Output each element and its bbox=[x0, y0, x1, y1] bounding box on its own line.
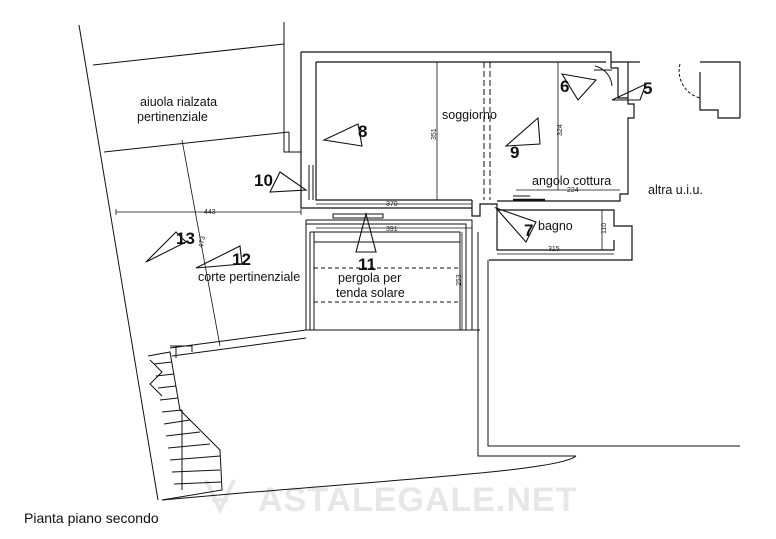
view-triangle-12 bbox=[195, 245, 243, 269]
wall-left-top bbox=[283, 22, 301, 153]
dim-351: 351 bbox=[431, 128, 438, 140]
watermark-logo bbox=[204, 479, 236, 515]
view-triangle-13 bbox=[145, 231, 187, 263]
label-bagno: bagno bbox=[538, 219, 573, 233]
dim-253: 253 bbox=[456, 274, 463, 286]
view-number-11: 11 bbox=[358, 255, 376, 274]
label-soggiorno: soggiorno bbox=[442, 108, 497, 122]
view-number-12: 12 bbox=[232, 250, 251, 269]
dim-370: 370 bbox=[386, 201, 398, 208]
boundary-aiuola-top bbox=[92, 43, 285, 66]
view-triangle-5 bbox=[611, 82, 647, 101]
label-altra-uiu: altra u.i.u. bbox=[648, 183, 703, 197]
view-triangle-11 bbox=[355, 211, 377, 253]
view-markers bbox=[145, 73, 647, 269]
dimension-lines bbox=[115, 62, 620, 347]
view-triangle-7 bbox=[494, 206, 537, 243]
pergola bbox=[305, 219, 480, 331]
dim-473: 473 bbox=[198, 236, 207, 249]
label-angolo-cottura: angolo cottura bbox=[532, 174, 611, 188]
view-number-5: 5 bbox=[643, 79, 652, 98]
label-corte: corte pertinenziale bbox=[198, 270, 300, 284]
dim-443: 443 bbox=[204, 209, 216, 216]
view-number-10: 10 bbox=[254, 171, 273, 190]
dim-224: 224 bbox=[567, 187, 579, 194]
unit-walls bbox=[300, 51, 741, 261]
door-arc-kitchen bbox=[594, 65, 613, 87]
view-number-6: 6 bbox=[560, 77, 569, 96]
plan-caption: Pianta piano secondo bbox=[24, 510, 159, 526]
door-arc-entrance bbox=[678, 63, 701, 99]
corte-lower-wall bbox=[169, 329, 307, 357]
view-number-9: 9 bbox=[510, 143, 519, 162]
boundary-aiuola-bottom bbox=[103, 131, 290, 153]
label-aiuola: aiuola rialzata bbox=[140, 95, 217, 109]
view-number-7: 7 bbox=[524, 221, 533, 240]
view-triangle-9 bbox=[504, 116, 541, 147]
dim-315: 315 bbox=[548, 246, 560, 253]
window-10 bbox=[308, 165, 314, 200]
view-number-13: 13 bbox=[176, 229, 195, 248]
view-triangle-10 bbox=[269, 171, 308, 193]
view-triangle-8 bbox=[322, 123, 363, 147]
label-pergola-2: tenda solare bbox=[336, 286, 405, 300]
view-triangle-6 bbox=[560, 73, 598, 101]
label-pertinenziale: pertinenziale bbox=[137, 110, 208, 124]
view-number-8: 8 bbox=[358, 122, 367, 141]
dim-324: 324 bbox=[557, 124, 564, 136]
stairs bbox=[147, 351, 223, 501]
boundary-left bbox=[78, 24, 159, 501]
watermark-text: ASTALEGALE.NET bbox=[258, 481, 577, 519]
label-pergola-1: pergola per bbox=[338, 271, 401, 285]
dim-110: 110 bbox=[601, 223, 608, 234]
dim-391: 391 bbox=[386, 226, 398, 233]
